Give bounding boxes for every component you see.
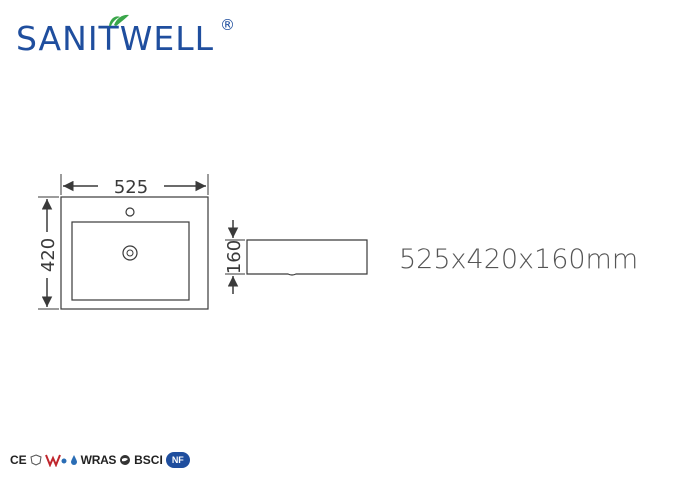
nf-mark: NF	[165, 452, 190, 468]
height-dimension: 160	[224, 220, 245, 294]
tap-hole	[125, 207, 135, 217]
globe-cert-icon	[120, 455, 131, 465]
height-label: 160	[224, 240, 245, 274]
wras-mark: WRAS	[80, 453, 117, 467]
registered-mark: ®	[219, 16, 235, 34]
top-view	[60, 196, 209, 310]
width-dimension: 525	[60, 174, 209, 198]
brand-logo: SANITWELL ®	[16, 16, 235, 58]
width-label: 525	[114, 177, 148, 198]
basin-outline	[60, 196, 209, 310]
ce-mark: CE	[10, 453, 27, 467]
depth-dimension: 420	[38, 196, 59, 310]
drain-inner	[126, 249, 134, 257]
depth-label: 420	[38, 238, 59, 272]
watermark-cert-icon	[44, 454, 67, 467]
shield-cert-icon	[30, 454, 42, 466]
certification-logos: CE WRAS BSCI NF	[10, 452, 190, 468]
side-view	[246, 239, 368, 276]
leaf-icon	[109, 14, 129, 26]
overall-dimensions: 525x420x160mm	[399, 244, 639, 275]
drain-outer	[122, 245, 138, 261]
brand-name: SANITWELL	[16, 19, 214, 58]
water-drop-icon	[70, 455, 77, 465]
bsci-mark: BSCI	[134, 453, 163, 467]
basin-side-profile	[246, 239, 368, 276]
basin-bowl	[71, 221, 190, 301]
